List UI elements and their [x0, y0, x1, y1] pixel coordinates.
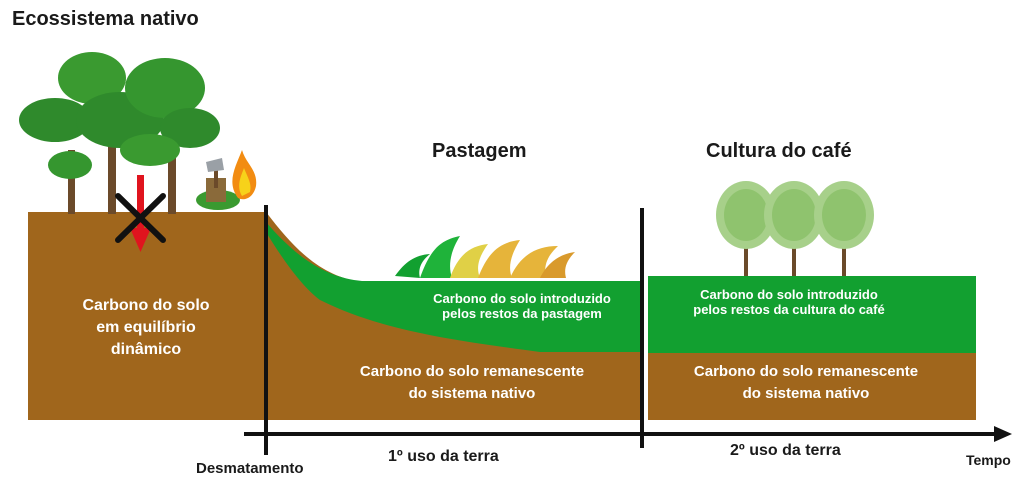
arrow-down-icon — [130, 175, 151, 252]
cafe-title: Cultura do café — [706, 140, 852, 162]
cross-icon — [115, 193, 166, 243]
second-use-label: 2º uso da terra — [730, 442, 841, 459]
axe-stump-icon — [196, 158, 240, 210]
pasture-remnant-label: Carbono do solo remanescente do sistema … — [359, 363, 585, 402]
pasture-intro-label: Carbono do solo introduzido pelos restos… — [433, 291, 611, 321]
grass-icon — [395, 236, 575, 278]
page-title: Ecossistema nativo — [12, 8, 199, 30]
coffee-plant-icon — [716, 181, 874, 276]
native-soil-label: Carbono do solo em equilíbrio dinâmico — [82, 297, 210, 358]
time-axis-arrowhead — [994, 426, 1012, 442]
pastagem-title: Pastagem — [432, 140, 527, 162]
native-soil-block — [28, 212, 264, 420]
tree-icon — [19, 52, 220, 214]
coffee-green-layer — [648, 276, 976, 353]
first-use-label: 1º uso da terra — [388, 448, 499, 465]
coffee-remnant-label: Carbono do solo remanescente do sistema … — [693, 363, 919, 402]
coffee-soil-block — [648, 352, 976, 420]
coffee-intro-label: Carbono do solo introduzido pelos restos… — [693, 287, 885, 317]
fire-icon — [232, 150, 257, 200]
pasture-green-layer — [266, 222, 640, 352]
deforestation-label: Desmatamento — [196, 460, 304, 477]
time-label: Tempo — [966, 452, 1011, 468]
